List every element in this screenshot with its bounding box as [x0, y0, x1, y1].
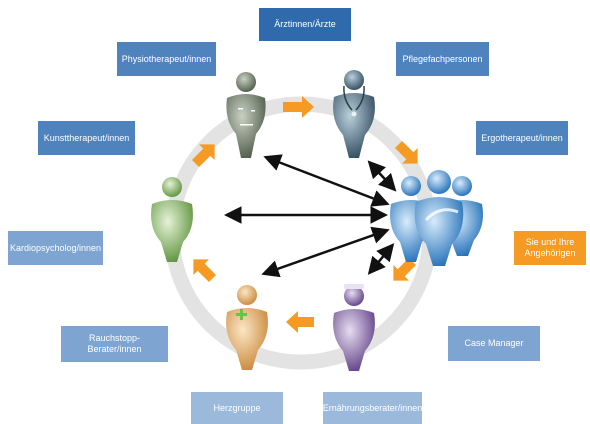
art-therapist-figure [151, 177, 193, 262]
nurse-figure [333, 70, 375, 158]
label-aerzte[interactable]: Ärztinnen/Ärzte [259, 8, 351, 41]
patients-group-figure [390, 170, 483, 266]
label-rauchstopp[interactable]: Rauchstopp-Berater/innen [61, 326, 168, 362]
orange-arrow-art-to-doctor [191, 144, 215, 168]
black-arrow-patients-nurse [367, 160, 397, 192]
orange-arrow-nutrition-to-smoke [286, 311, 314, 333]
orange-arrow-smoke-to-art [193, 259, 217, 283]
orange-arrow-doctor-to-nurse [283, 96, 314, 118]
label-ergo[interactable]: Ergotherapeut/innen [476, 121, 568, 155]
label-kunst[interactable]: Kunsttherapeut/innen [38, 121, 135, 155]
label-kardio[interactable]: Kardiopsycholog/innen [8, 231, 103, 265]
black-arrow-patients-nutrition [367, 243, 395, 275]
label-pflege[interactable]: Pflegefachpersonen [396, 42, 489, 76]
label-patient[interactable]: Sie und Ihre Angehörigen [514, 231, 586, 265]
black-arrow-patients-smoke [261, 226, 390, 278]
black-arrow-patients-doctor [263, 154, 390, 207]
label-ernaehrung[interactable]: Ernährungsberater/innen [323, 392, 422, 424]
doctor-figure [226, 72, 266, 158]
label-case-manager[interactable]: Case Manager [448, 326, 540, 361]
nutrition-counsellor-figure [333, 284, 375, 371]
label-herzgruppe[interactable]: Herzgruppe [191, 392, 283, 424]
orange-arrow-nurse-to-patients [394, 140, 418, 164]
orange-arrow-patients-to-nutrition [393, 257, 417, 281]
label-physio[interactable]: Physiotherapeut/innen [117, 42, 216, 76]
smoke-counsellor-figure [226, 285, 268, 370]
